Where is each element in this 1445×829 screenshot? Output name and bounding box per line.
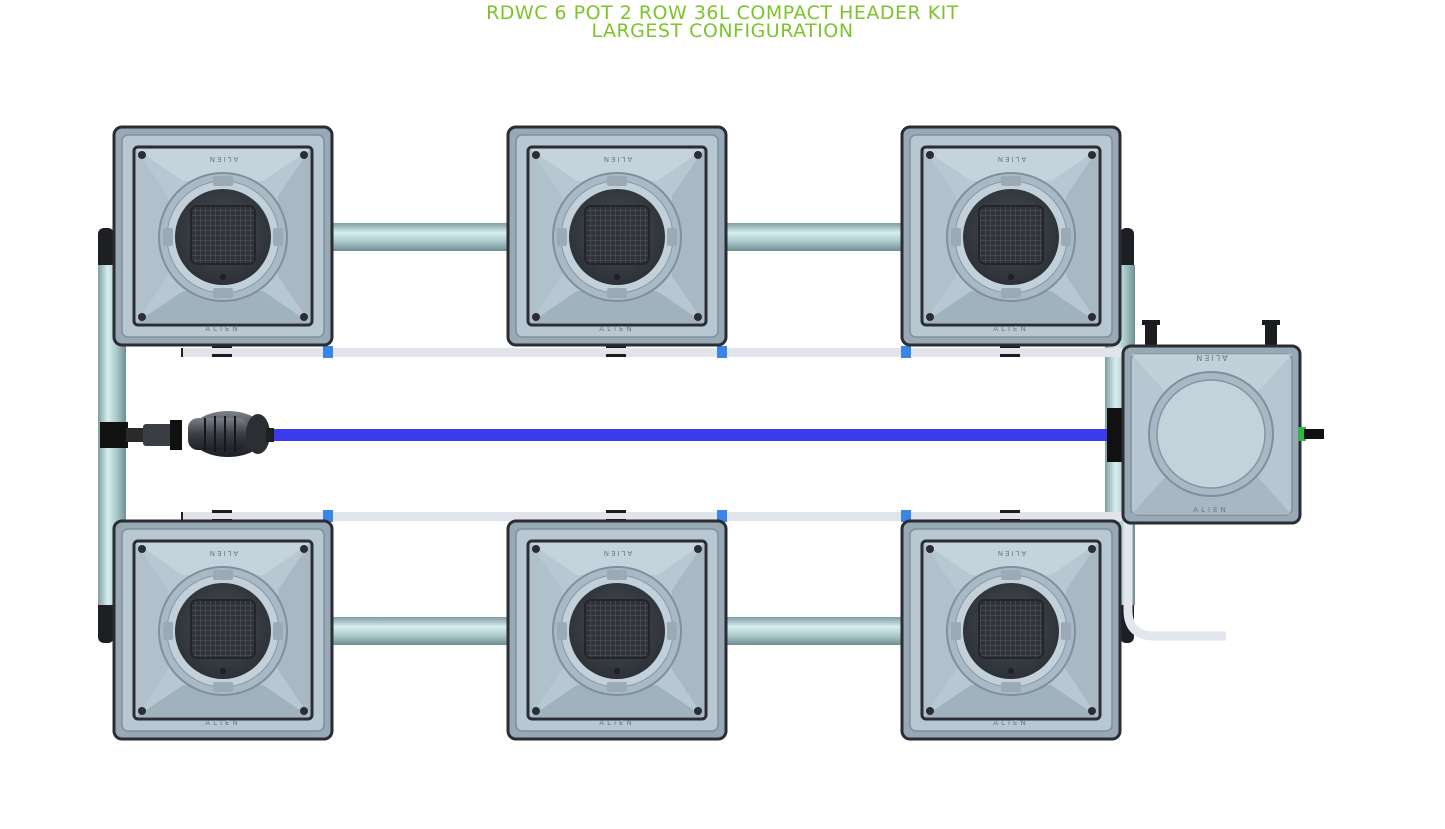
- pot-bottom-1: ALIEN ALIEN: [112, 519, 334, 741]
- brand-text: ALIEN: [993, 719, 1028, 727]
- ball-valve-icon: [100, 420, 182, 450]
- brand-text: ALIEN: [208, 549, 238, 557]
- brand-text: ALIEN: [1193, 506, 1228, 514]
- pot-top-1: ALIEN ALIEN: [112, 125, 334, 347]
- pot-top-3: ALIEN ALIEN: [900, 125, 1122, 347]
- inlet-fitting-icon: [1145, 322, 1157, 348]
- bottom-pipe-1: [330, 617, 510, 645]
- brand-text: ALIEN: [599, 325, 634, 333]
- pot-bottom-2: ALIEN ALIEN: [506, 519, 728, 741]
- brand-text: ALIEN: [205, 719, 240, 727]
- brand-text: ALIEN: [993, 325, 1028, 333]
- inlet-fitting-icon: [1265, 322, 1277, 348]
- brand-text: ALIEN: [602, 155, 632, 163]
- bottom-drain-tube: [182, 512, 1122, 521]
- brand-text: ALIEN: [208, 155, 238, 163]
- control-bucket: ALIEN ALIEN: [1121, 320, 1324, 525]
- return-line: [262, 429, 1122, 441]
- top-pipe-2: [725, 223, 905, 251]
- brand-text: ALIEN: [599, 719, 634, 727]
- diagram-title: RDWC 6 POT 2 ROW 36L COMPACT HEADER KIT: [486, 2, 959, 24]
- control-connector: [1107, 408, 1125, 462]
- brand-text: ALIEN: [1194, 353, 1227, 362]
- drain-fittings: [323, 346, 911, 522]
- top-pipe-1: [330, 223, 510, 251]
- brand-text: ALIEN: [996, 155, 1026, 163]
- overflow-hose: [1123, 520, 1226, 641]
- submersible-pump-icon: [188, 411, 274, 457]
- pot-top-2: ALIEN ALIEN: [506, 125, 728, 347]
- brand-text: ALIEN: [996, 549, 1026, 557]
- bottom-pipe-2: [725, 617, 905, 645]
- brand-text: ALIEN: [205, 325, 240, 333]
- pot-bottom-3: ALIEN ALIEN: [900, 519, 1122, 741]
- top-drain-tube: [182, 348, 1122, 357]
- diagram-subtitle: LARGEST CONFIGURATION: [591, 20, 854, 42]
- brand-text: ALIEN: [602, 549, 632, 557]
